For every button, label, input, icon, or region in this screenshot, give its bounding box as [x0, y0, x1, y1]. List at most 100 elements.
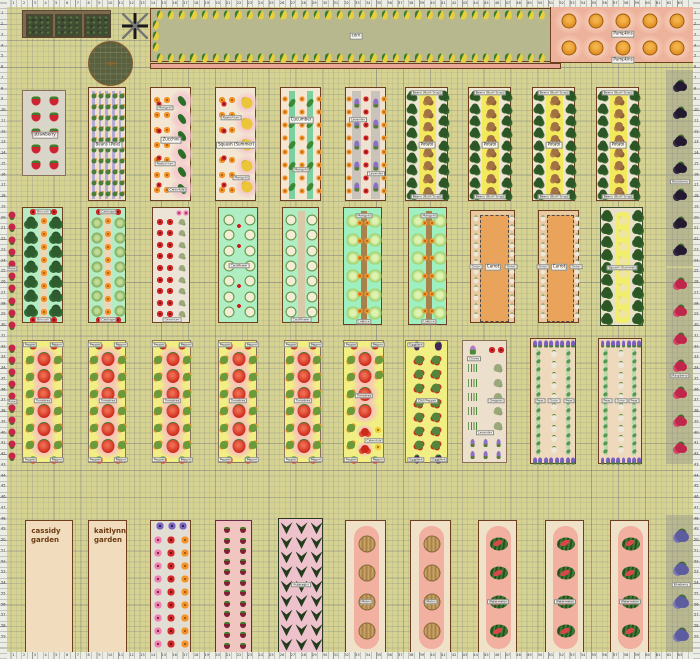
- watermelon-icon[interactable]: [621, 537, 640, 551]
- tomato-icon[interactable]: [232, 421, 245, 436]
- onion-w-icon[interactable]: [574, 260, 579, 266]
- onion-w-icon[interactable]: [618, 436, 624, 443]
- sprig-icon[interactable]: [179, 230, 185, 237]
- corn-icon[interactable]: [336, 10, 343, 19]
- flower-o-icon[interactable]: [40, 230, 47, 237]
- grass-icon[interactable]: [467, 364, 478, 373]
- flower-r-icon[interactable]: [157, 241, 163, 248]
- corn-icon[interactable]: [460, 10, 467, 19]
- beet-icon[interactable]: [239, 569, 246, 576]
- beet-icon[interactable]: [223, 590, 230, 597]
- potato-icon[interactable]: [423, 95, 432, 104]
- onion-w-icon[interactable]: [574, 216, 579, 222]
- corn-icon[interactable]: [426, 10, 433, 19]
- onion-w-icon[interactable]: [551, 436, 557, 443]
- onion-w-icon[interactable]: [509, 216, 514, 222]
- onion-w-icon[interactable]: [574, 251, 579, 257]
- flower-o-icon[interactable]: [429, 238, 435, 243]
- flower-o-icon[interactable]: [282, 122, 287, 128]
- lavender-icon[interactable]: [470, 451, 475, 459]
- tomplant-icon[interactable]: [286, 406, 294, 415]
- flower-r-icon[interactable]: [167, 627, 175, 635]
- flower-o-icon[interactable]: [229, 96, 235, 103]
- pea-icon[interactable]: [602, 350, 607, 356]
- sprig-icon[interactable]: [493, 378, 502, 387]
- broccoli-icon[interactable]: [51, 247, 61, 258]
- flower-o-icon[interactable]: [422, 308, 428, 314]
- bushbean-icon[interactable]: [630, 190, 639, 200]
- corn-icon[interactable]: [201, 53, 208, 62]
- raspberry-icon[interactable]: [675, 361, 685, 371]
- broccoli-icon[interactable]: [51, 218, 61, 229]
- pea-icon[interactable]: [535, 415, 540, 421]
- blueberry-icon[interactable]: [675, 628, 687, 641]
- tomplant-icon[interactable]: [249, 356, 257, 365]
- flower-r-icon[interactable]: [167, 253, 173, 260]
- beet-icon[interactable]: [239, 527, 246, 534]
- potato-icon[interactable]: [486, 134, 495, 143]
- pea-icon[interactable]: [565, 432, 570, 438]
- bushbean-icon[interactable]: [407, 91, 416, 101]
- vine-icon[interactable]: [105, 191, 111, 197]
- flower-o-icon[interactable]: [164, 187, 170, 194]
- planter-shrubs[interactable]: [22, 10, 111, 38]
- flower-o-icon[interactable]: [181, 588, 188, 596]
- vine-icon[interactable]: [119, 93, 125, 99]
- vine-icon[interactable]: [112, 180, 118, 186]
- tomato-icon[interactable]: [166, 421, 179, 436]
- bushbean-icon[interactable]: [633, 288, 643, 299]
- blackberry-row[interactable]: Blackberry: [666, 70, 694, 266]
- vine-icon[interactable]: [91, 180, 97, 186]
- strawberry-bed[interactable]: strawberry: [22, 90, 66, 176]
- bushbean-icon[interactable]: [502, 91, 511, 101]
- flower-o-icon[interactable]: [316, 175, 322, 181]
- tomplant-icon[interactable]: [286, 356, 294, 365]
- lavender-icon[interactable]: [372, 140, 379, 150]
- vine-icon[interactable]: [105, 147, 111, 153]
- cherrytom-icon[interactable]: [360, 427, 369, 436]
- onion-w-icon[interactable]: [509, 286, 514, 292]
- lupine-icon[interactable]: [616, 457, 621, 464]
- tomato-icon[interactable]: [166, 386, 179, 401]
- fern-icon[interactable]: [280, 522, 293, 535]
- fern-icon[interactable]: [280, 638, 293, 651]
- pea-icon[interactable]: [565, 350, 570, 356]
- rose-icon[interactable]: [8, 404, 16, 412]
- onion-w-icon[interactable]: [473, 234, 478, 240]
- bushbean-icon[interactable]: [630, 91, 639, 101]
- pea-icon[interactable]: [565, 448, 570, 454]
- onion-w-icon[interactable]: [574, 243, 579, 249]
- lupine-icon[interactable]: [549, 457, 554, 464]
- corn-icon[interactable]: [336, 53, 343, 62]
- bushbean-icon[interactable]: [630, 141, 639, 150]
- flower-o-icon[interactable]: [181, 640, 188, 648]
- sprig-icon[interactable]: [179, 299, 185, 306]
- cauli-icon[interactable]: [244, 306, 255, 318]
- flower-p-icon[interactable]: [154, 575, 161, 583]
- beet-icon[interactable]: [223, 548, 230, 555]
- pumpkin-icon[interactable]: [669, 13, 685, 29]
- flower-r-icon[interactable]: [167, 575, 175, 583]
- onion-w-icon[interactable]: [509, 304, 514, 310]
- bushbean-icon[interactable]: [439, 128, 448, 138]
- tomplant-icon[interactable]: [183, 356, 191, 365]
- flower-o-icon[interactable]: [40, 256, 47, 263]
- flower-o-icon[interactable]: [164, 142, 170, 148]
- squash-y-icon[interactable]: [241, 160, 252, 172]
- pumpkin-icon[interactable]: [642, 40, 658, 56]
- tomplant-icon[interactable]: [249, 423, 257, 432]
- cauli-icon[interactable]: [223, 229, 234, 241]
- flower-o-icon[interactable]: [299, 175, 304, 181]
- corn-icon[interactable]: [493, 53, 501, 62]
- lupine-icon[interactable]: [621, 457, 626, 464]
- bushbean-icon[interactable]: [633, 300, 643, 311]
- blueberry-icon[interactable]: [675, 529, 687, 542]
- strawberry-icon[interactable]: [31, 96, 41, 106]
- corn-icon[interactable]: [527, 10, 535, 19]
- onion-w-icon[interactable]: [473, 295, 478, 301]
- bushbean-icon[interactable]: [566, 116, 575, 126]
